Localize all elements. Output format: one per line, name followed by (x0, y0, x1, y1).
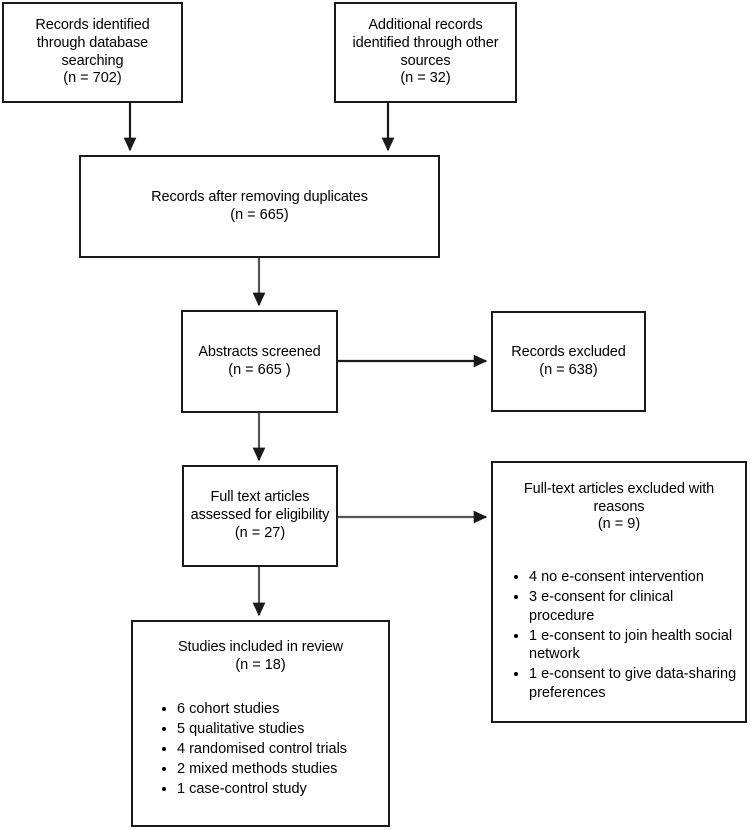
node-additional-records-other-sources: Additional records identified through ot… (334, 2, 517, 103)
list-item: 4 randomised control trials (177, 740, 380, 759)
node-title: Full-text articles excluded with reasons (523, 481, 715, 515)
node-title: Full text articles assessed for eligibil… (190, 489, 330, 524)
list-item: 5 qualitative studies (177, 720, 380, 739)
node-title: Additional records identified through ot… (352, 17, 499, 69)
node-records-excluded: Records excluded (n = 638) (491, 311, 646, 412)
node-count: (n = 27) (234, 524, 286, 541)
node-title: Abstracts screened (198, 343, 321, 360)
node-abstracts-screened: Abstracts screened (n = 665 ) (181, 310, 338, 413)
node-count: (n = 665 ) (228, 361, 291, 378)
node-full-text-excluded-reasons: Full-text articles excluded with reasons… (491, 461, 747, 723)
node-count: (n = 9) (597, 516, 641, 533)
node-title: Studies included in review (177, 639, 344, 655)
list-item: 2 mixed methods studies (177, 760, 380, 779)
node-count: (n = 18) (235, 656, 286, 673)
node-studies-included: Studies included in review (n = 18) 6 co… (131, 620, 390, 827)
node-full-text-assessed: Full text articles assessed for eligibil… (182, 465, 338, 567)
exclusion-reasons-list: 4 no e-consent intervention 3 e-consent … (493, 568, 745, 704)
node-records-after-duplicates: Records after removing duplicates (n = 6… (79, 155, 440, 258)
list-item: 4 no e-consent intervention (529, 568, 737, 587)
list-item: 1 e-consent to give data-sharing prefere… (529, 665, 737, 703)
node-count: (n = 702) (63, 70, 122, 87)
node-count: (n = 665) (230, 206, 289, 223)
included-studies-list: 6 cohort studies 5 qualitative studies 4… (133, 700, 388, 799)
list-item: 1 case-control study (177, 780, 380, 799)
list-item: 3 e-consent for clinical procedure (529, 588, 737, 626)
node-title: Records identified through database sear… (35, 17, 150, 69)
node-count: (n = 638) (539, 361, 598, 378)
node-title: Records after removing duplicates (151, 188, 368, 205)
node-records-identified-database: Records identified through database sear… (2, 2, 183, 103)
list-item: 6 cohort studies (177, 700, 380, 719)
node-title: Records excluded (511, 343, 626, 360)
list-item: 1 e-consent to join health social networ… (529, 627, 737, 665)
node-count: (n = 32) (400, 70, 451, 87)
